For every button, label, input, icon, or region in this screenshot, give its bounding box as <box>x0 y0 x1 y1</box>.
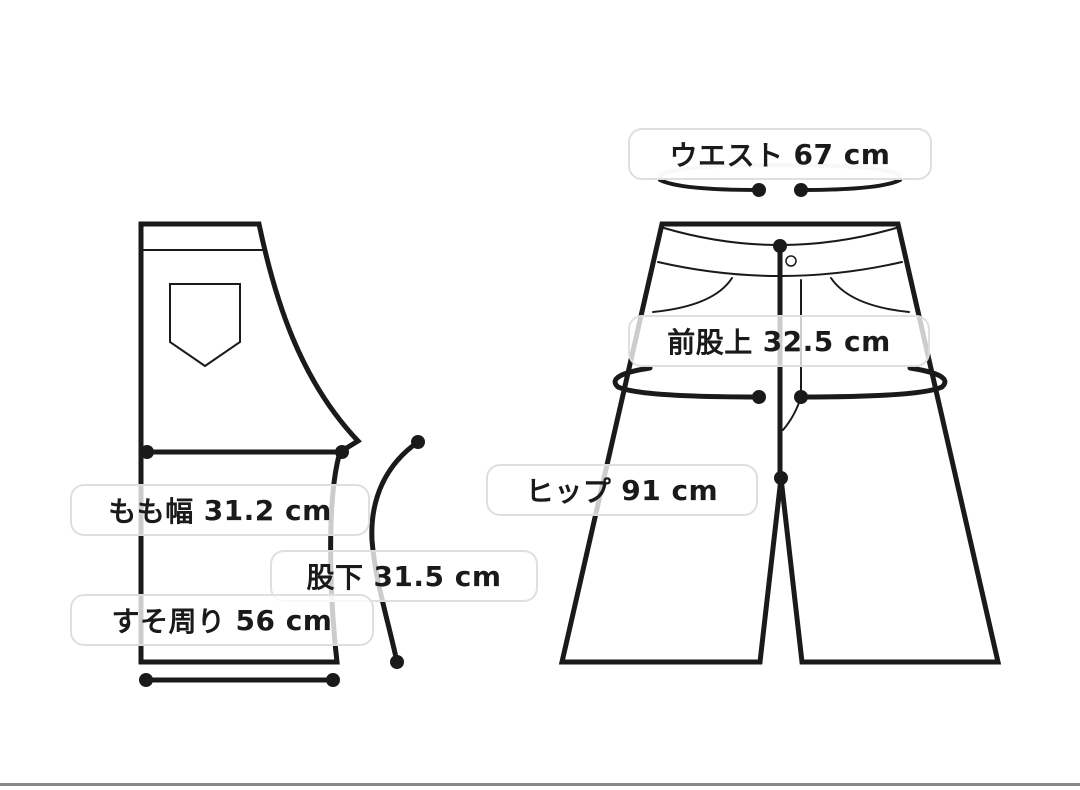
thigh-label: もも幅 31.2 cm <box>70 484 370 536</box>
rise-label-name: 前股上 <box>667 326 753 359</box>
bottom-divider <box>0 783 1080 786</box>
hem-label: すそ周り 56 cm <box>70 594 374 646</box>
inseam-measure-line <box>369 435 425 669</box>
hip-label: ヒップ 91 cm <box>486 464 758 516</box>
inseam-label: 股下 31.5 cm <box>270 550 538 602</box>
waist-value: 67 cm <box>793 137 891 171</box>
hem-value: 56 cm <box>235 603 333 637</box>
rise-label: 前股上 32.5 cm <box>628 315 930 367</box>
thigh-measure-line <box>140 445 349 459</box>
hem-label-name: すそ周り <box>111 605 226 638</box>
button-icon <box>785 255 797 267</box>
inseam-value: 31.5 cm <box>373 559 502 593</box>
hip-label-name: ヒップ <box>525 475 612 508</box>
inseam-label-name: 股下 <box>306 561 364 594</box>
thigh-label-name: もも幅 <box>108 495 194 528</box>
right-pocket-icon <box>830 277 910 313</box>
waist-label-name: ウエスト <box>669 139 784 172</box>
pocket-icon <box>169 283 241 368</box>
waist-label: ウエスト 67 cm <box>628 128 932 180</box>
thigh-value: 31.2 cm <box>203 493 332 527</box>
rise-value: 32.5 cm <box>762 324 891 358</box>
left-pocket-icon <box>652 277 733 313</box>
hip-value: 91 cm <box>621 473 719 507</box>
hip-measure-line <box>612 365 948 404</box>
hem-measure-line <box>139 673 340 687</box>
